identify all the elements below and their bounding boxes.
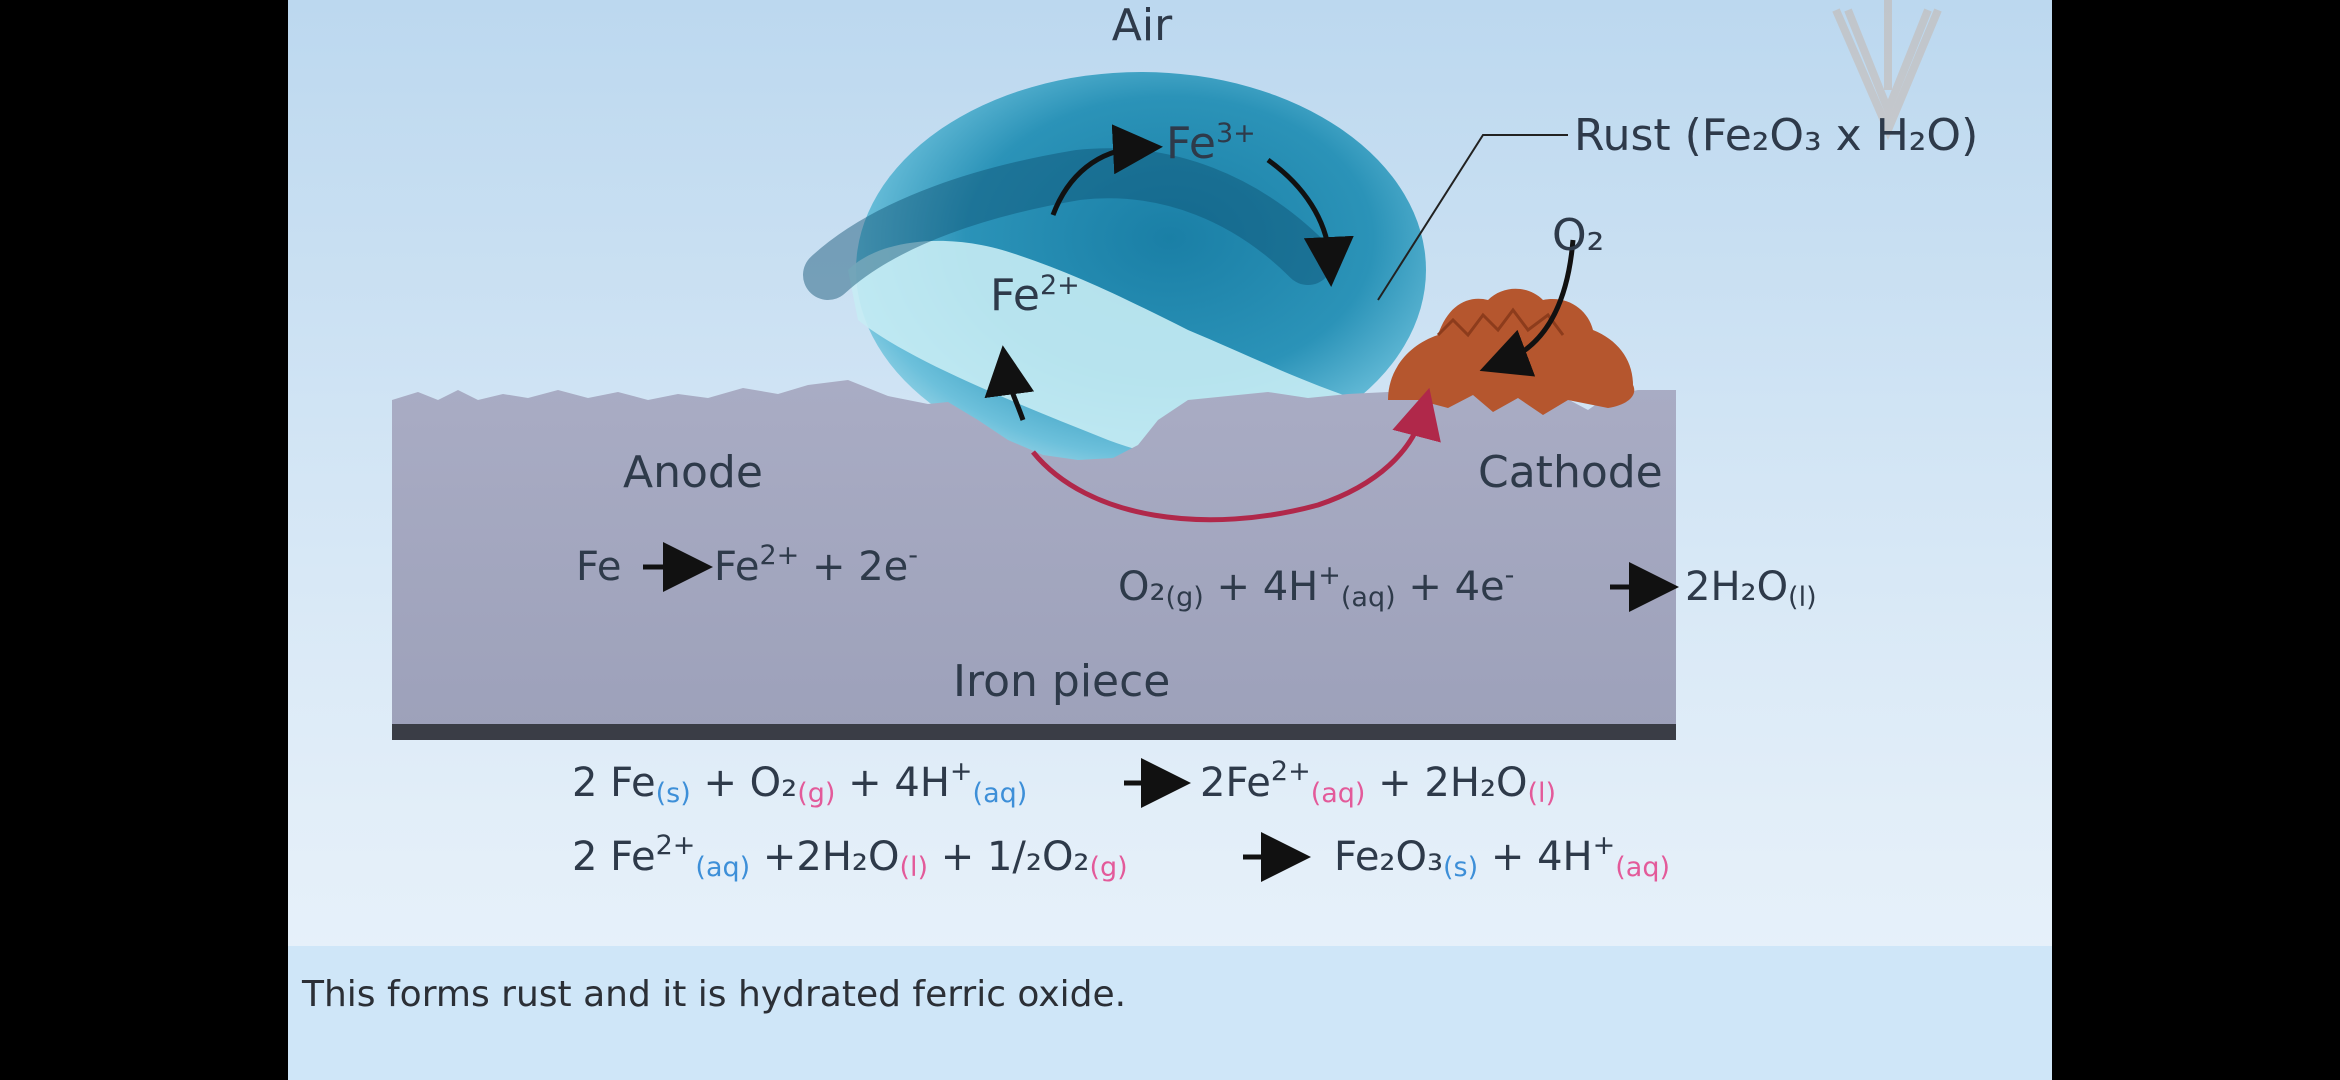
svg-text:2H₂O(l): 2H₂O(l) (1685, 564, 1817, 613)
air-label: Air (1112, 0, 1173, 51)
logo-watermark (1832, 0, 1942, 141)
o2-label: O₂ (1552, 210, 1604, 261)
caption-text: This forms rust and it is hydrated ferri… (302, 974, 1127, 1015)
anode-label: Anode (623, 447, 763, 498)
arrow-up-to-fe2 (984, 345, 1035, 421)
svg-text:O₂(g) + 4H+(aq) + 4e-: O₂(g) + 4H+(aq) + 4e- (1118, 560, 1514, 613)
rust-pointer-line (1377, 134, 1568, 301)
cathode-label: Cathode (1478, 447, 1663, 498)
caption-bar: This forms rust and it is hydrated ferri… (288, 946, 2052, 1080)
cathode-equation: O₂(g) + 4H+(aq) + 4e- 2H₂O(l) (1118, 560, 1817, 613)
svg-text:Fe: Fe (576, 544, 621, 590)
iron-piece (392, 380, 1676, 740)
svg-text:Fe₂O₃(s) + 4H+(aq): Fe₂O₃(s) + 4H+(aq) (1334, 830, 1670, 883)
anode-equation: Fe Fe2+ + 2e- (576, 540, 918, 592)
diagram-stage: Air Fe3+ Fe2+ Rust (Fe₂O₃ x H₂O) O₂ Anod… (288, 0, 2052, 1080)
iron-base-line (392, 724, 1676, 740)
svg-text:2Fe2+(aq) + 2H₂O(l): 2Fe2+(aq) + 2H₂O(l) (1200, 756, 1556, 809)
overall-equation-2: 2 Fe2+(aq) +2H₂O(l) + 1/₂O₂(g) Fe₂O₃(s) … (572, 830, 1670, 883)
svg-text:2 Fe(s) + O₂(g) + 4H+(aq): 2 Fe(s) + O₂(g) + 4H+(aq) (572, 756, 1027, 809)
electron-flow-arrow (1031, 387, 1441, 523)
overall-equation-1: 2 Fe(s) + O₂(g) + 4H+(aq) 2Fe2+(aq) + 2H… (572, 756, 1556, 809)
arrow-fe3-to-rust (1266, 157, 1354, 287)
fe2-label: Fe2+ (990, 270, 1080, 321)
iron-piece-label: Iron piece (953, 656, 1170, 707)
rust-label: Rust (Fe₂O₃ x H₂O) (1574, 110, 1978, 161)
fe3-label: Fe3+ (1166, 118, 1256, 169)
rusting-diagram: Air Fe3+ Fe2+ Rust (Fe₂O₃ x H₂O) O₂ Anod… (392, 0, 1978, 883)
rust-deposit (1388, 288, 1635, 415)
arrow-fe2-to-fe3 (1050, 124, 1163, 216)
arrow-o2-to-rust (1479, 239, 1576, 377)
svg-text:2 Fe2+(aq) +2H₂O(l) + 1/₂O₂(g): 2 Fe2+(aq) +2H₂O(l) + 1/₂O₂(g) (572, 830, 1128, 883)
svg-text:Fe2+ + 2e-: Fe2+ + 2e- (714, 540, 918, 590)
